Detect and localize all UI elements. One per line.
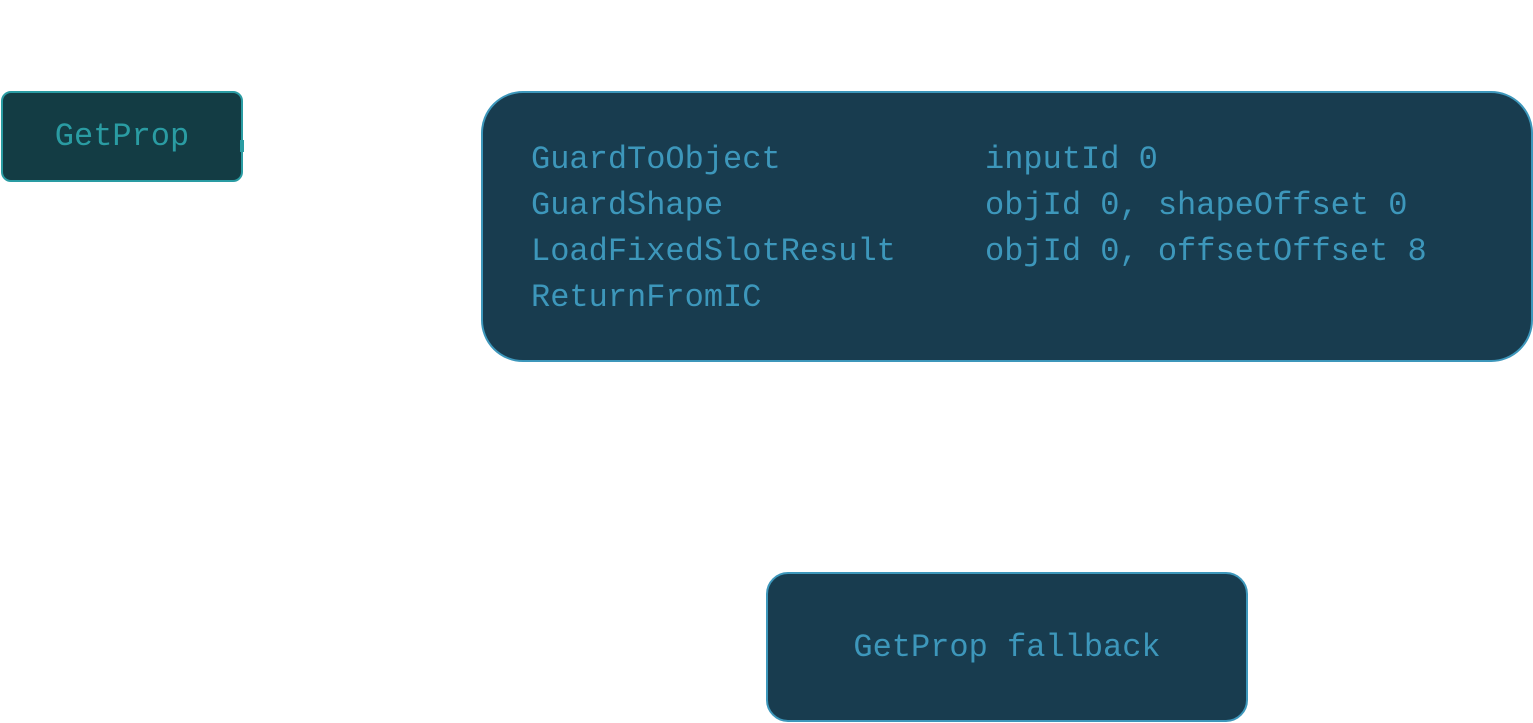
entry-edge-stub — [240, 140, 244, 152]
getprop-fallback-label: GetProp fallback — [853, 628, 1161, 666]
getprop-fallback-node: GetProp fallback — [766, 572, 1248, 722]
op-args: objId 0, offsetOffset 8 — [985, 233, 1427, 270]
getprop-entry-label: GetProp — [54, 118, 190, 155]
ic-stub-op-row: LoadFixedSlotResult objId 0, offsetOffse… — [531, 229, 1427, 275]
op-name: GuardToObject — [531, 141, 781, 178]
ic-stub-op-list: GuardToObject inputId 0 GuardShape objId… — [531, 137, 1427, 321]
ic-stub-node: GuardToObject inputId 0 GuardShape objId… — [481, 91, 1533, 362]
op-name: ReturnFromIC — [531, 279, 762, 316]
getprop-entry-node: GetProp — [1, 91, 243, 182]
ic-stub-op-row: GuardToObject inputId 0 — [531, 137, 1427, 183]
op-name: LoadFixedSlotResult — [531, 233, 896, 270]
ic-stub-op-row: GuardShape objId 0, shapeOffset 0 — [531, 183, 1427, 229]
op-args: objId 0, shapeOffset 0 — [985, 187, 1408, 224]
ic-stub-op-row: ReturnFromIC — [531, 275, 1427, 321]
op-args: inputId 0 — [985, 141, 1158, 178]
op-name: GuardShape — [531, 187, 724, 224]
